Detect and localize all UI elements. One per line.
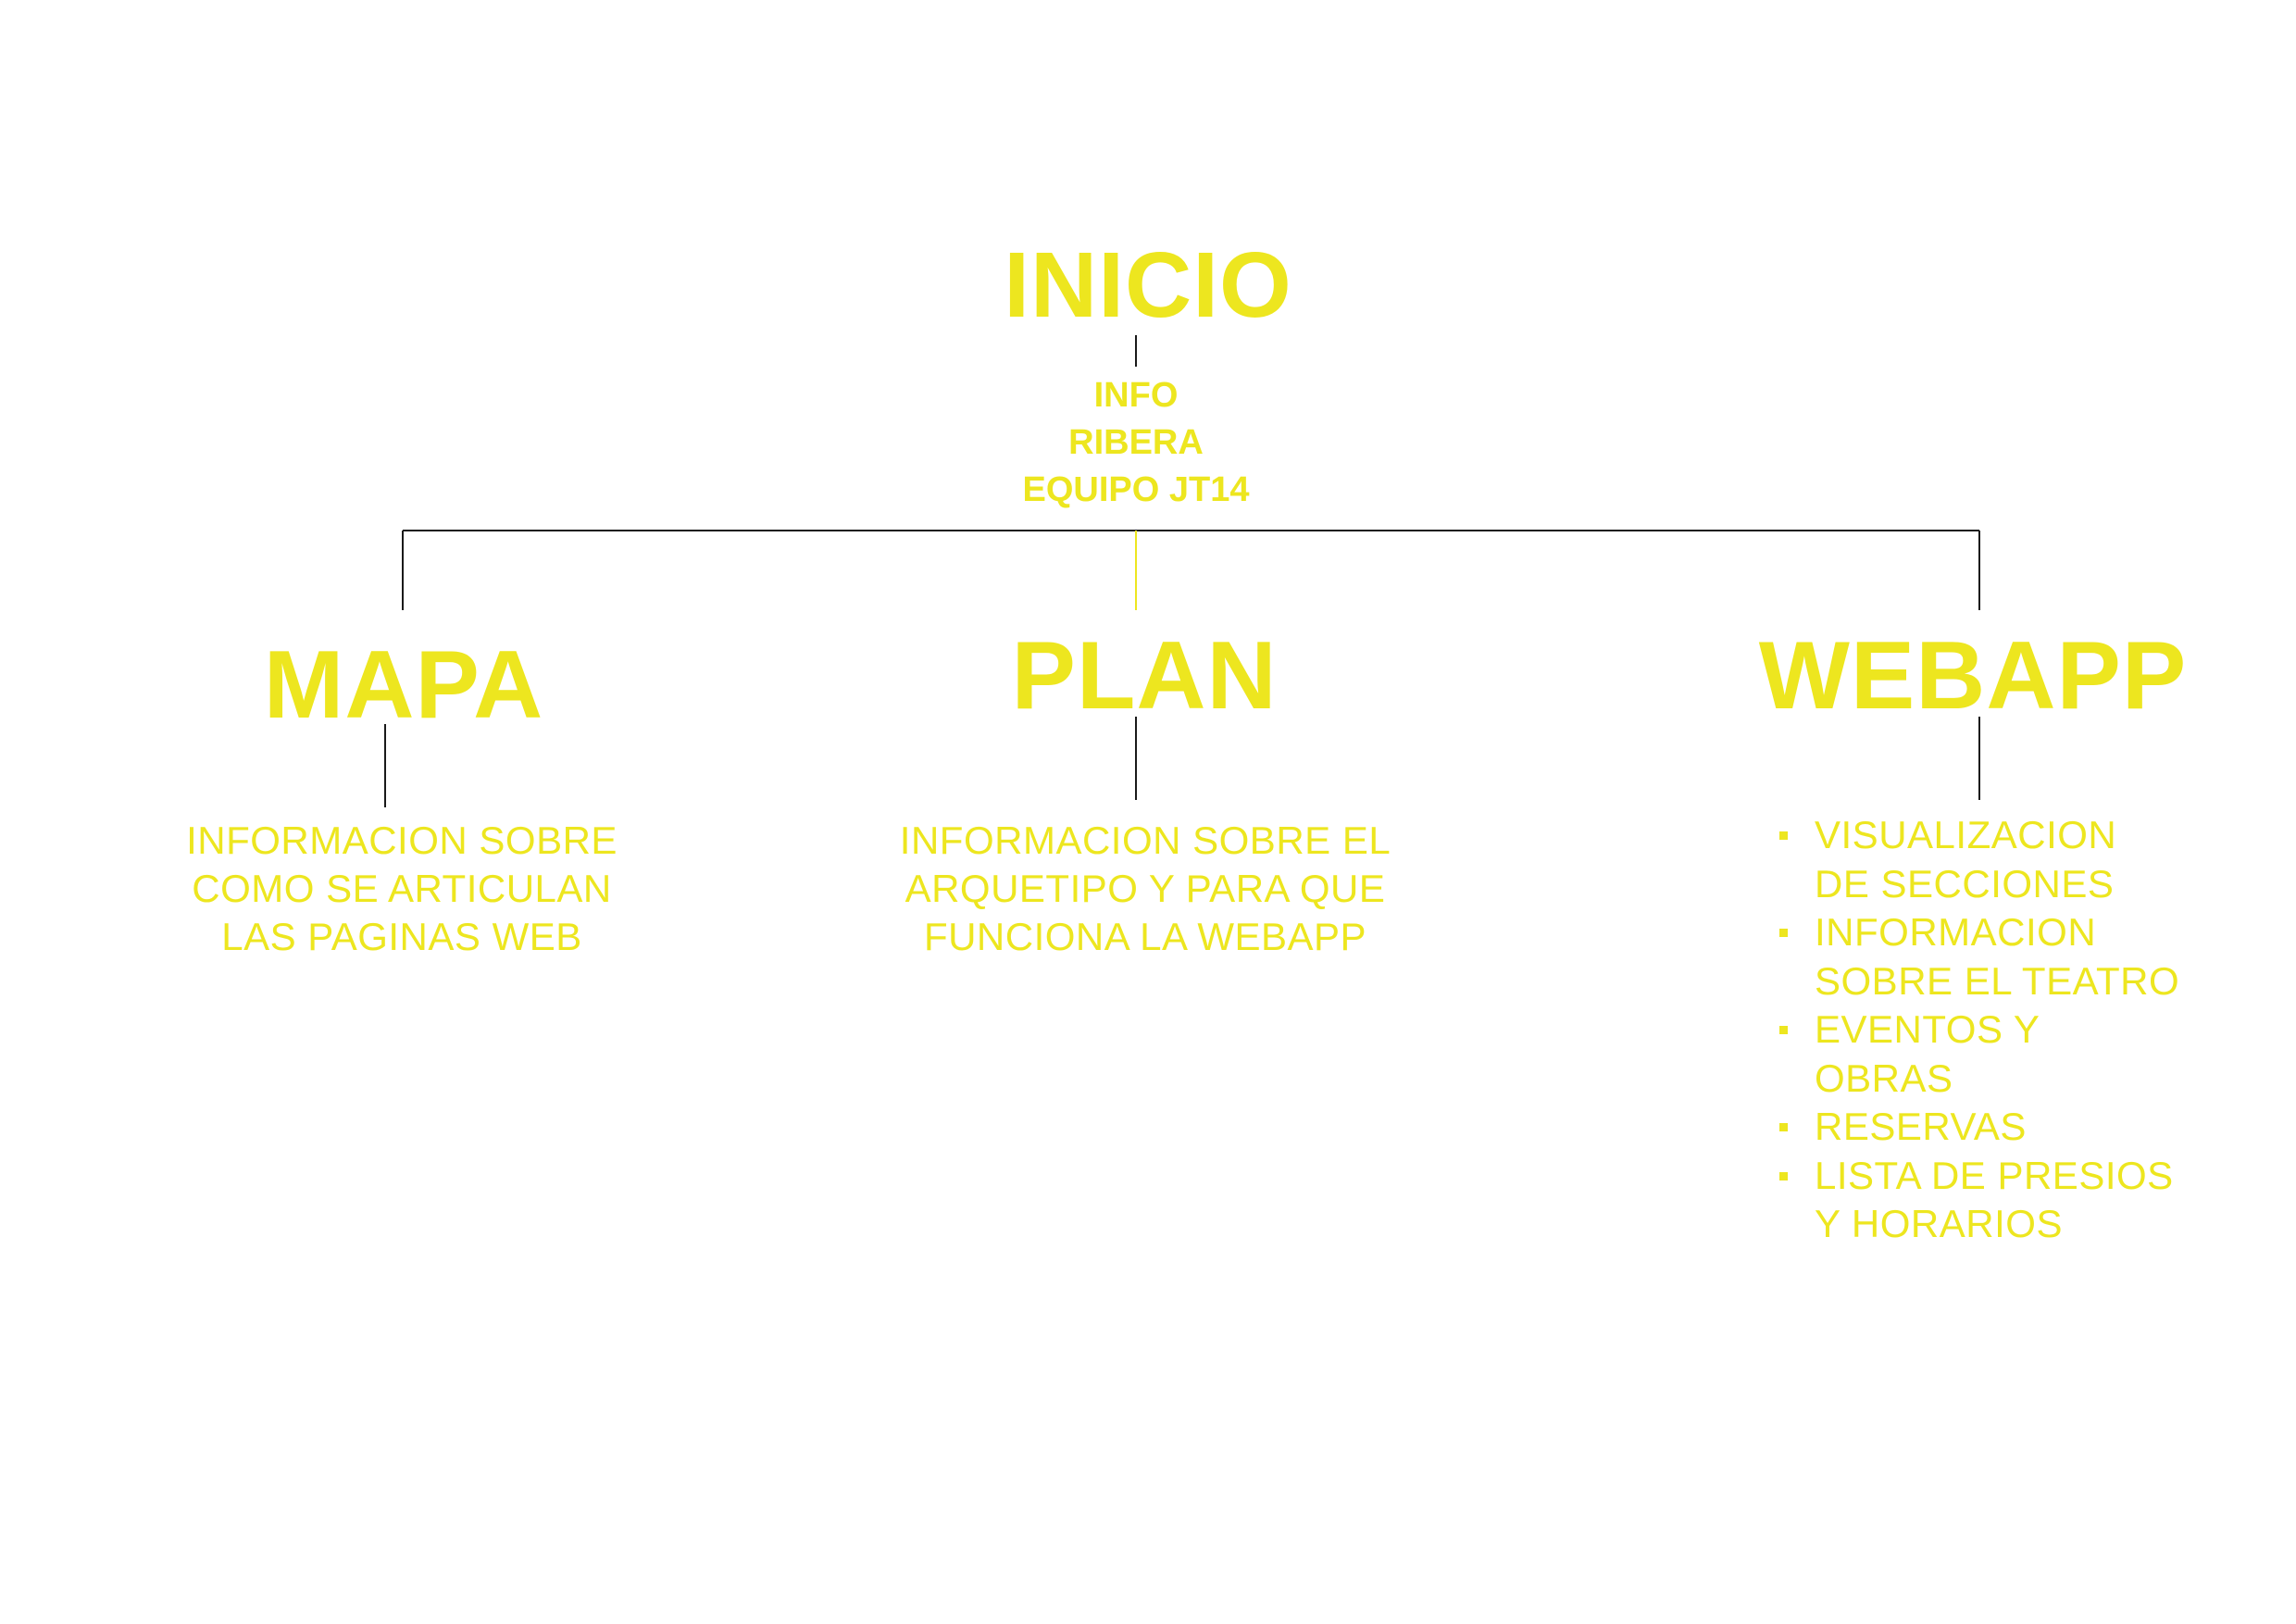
list-item-label: INFORMACION SOBRE EL TEATRO — [1815, 910, 2180, 1003]
list-item: LISTA DE PRESIOS Y HORARIOS — [1779, 1152, 2179, 1249]
section-title-plan: PLAN — [1011, 622, 1278, 730]
list-item: RESERVAS — [1779, 1103, 2179, 1152]
root-info: INFO RIBERA EQUIPO JT14 — [1023, 372, 1250, 514]
list-item-label: EVENTOS Y OBRAS — [1815, 1007, 2040, 1100]
root-title: INICIO — [1004, 233, 1292, 337]
description-line: ARQUETIPO Y PARA QUE — [905, 867, 1386, 910]
bullet-square-icon — [1779, 929, 1788, 937]
bullet-square-icon — [1779, 831, 1788, 840]
list-item-label: RESERVAS — [1815, 1105, 2027, 1148]
list-item-label: LISTA DE PRESIOS Y HORARIOS — [1815, 1153, 2174, 1246]
description-line: LAS PAGINAS WEB — [221, 915, 582, 958]
description-line: INFORMACION SOBRE — [186, 818, 618, 862]
list-item: EVENTOS Y OBRAS — [1779, 1006, 2179, 1103]
root-info-line: RIBERA — [1068, 423, 1204, 462]
section-title-mapa: MAPA — [263, 631, 544, 739]
list-item: VISUALIZACION DE SECCIONES — [1779, 811, 2179, 908]
bullet-square-icon — [1779, 1171, 1788, 1181]
section-title-webapp: WEBAPP — [1758, 622, 2188, 730]
bullet-square-icon — [1779, 1026, 1788, 1034]
root-info-line: INFO — [1093, 376, 1179, 415]
description-line: INFORMACION SOBRE EL — [899, 818, 1391, 862]
list-item: INFORMACION SOBRE EL TEATRO — [1779, 908, 2179, 1006]
bullet-square-icon — [1779, 1123, 1788, 1131]
description-line: FUNCIONA LA WEBAPP — [923, 915, 1367, 958]
root-info-line: EQUIPO JT14 — [1022, 470, 1250, 509]
section-description-plan: INFORMACION SOBRE EL ARQUETIPO Y PARA QU… — [900, 817, 1391, 961]
description-line: COMO SE ARTICULAN — [192, 867, 612, 910]
list-item-label: VISUALIZACION DE SECCIONES — [1815, 813, 2117, 906]
section-description-mapa: INFORMACION SOBRE COMO SE ARTICULAN LAS … — [186, 817, 618, 961]
section-bullet-list-webapp: VISUALIZACION DE SECCIONES INFORMACION S… — [1779, 811, 2179, 1249]
